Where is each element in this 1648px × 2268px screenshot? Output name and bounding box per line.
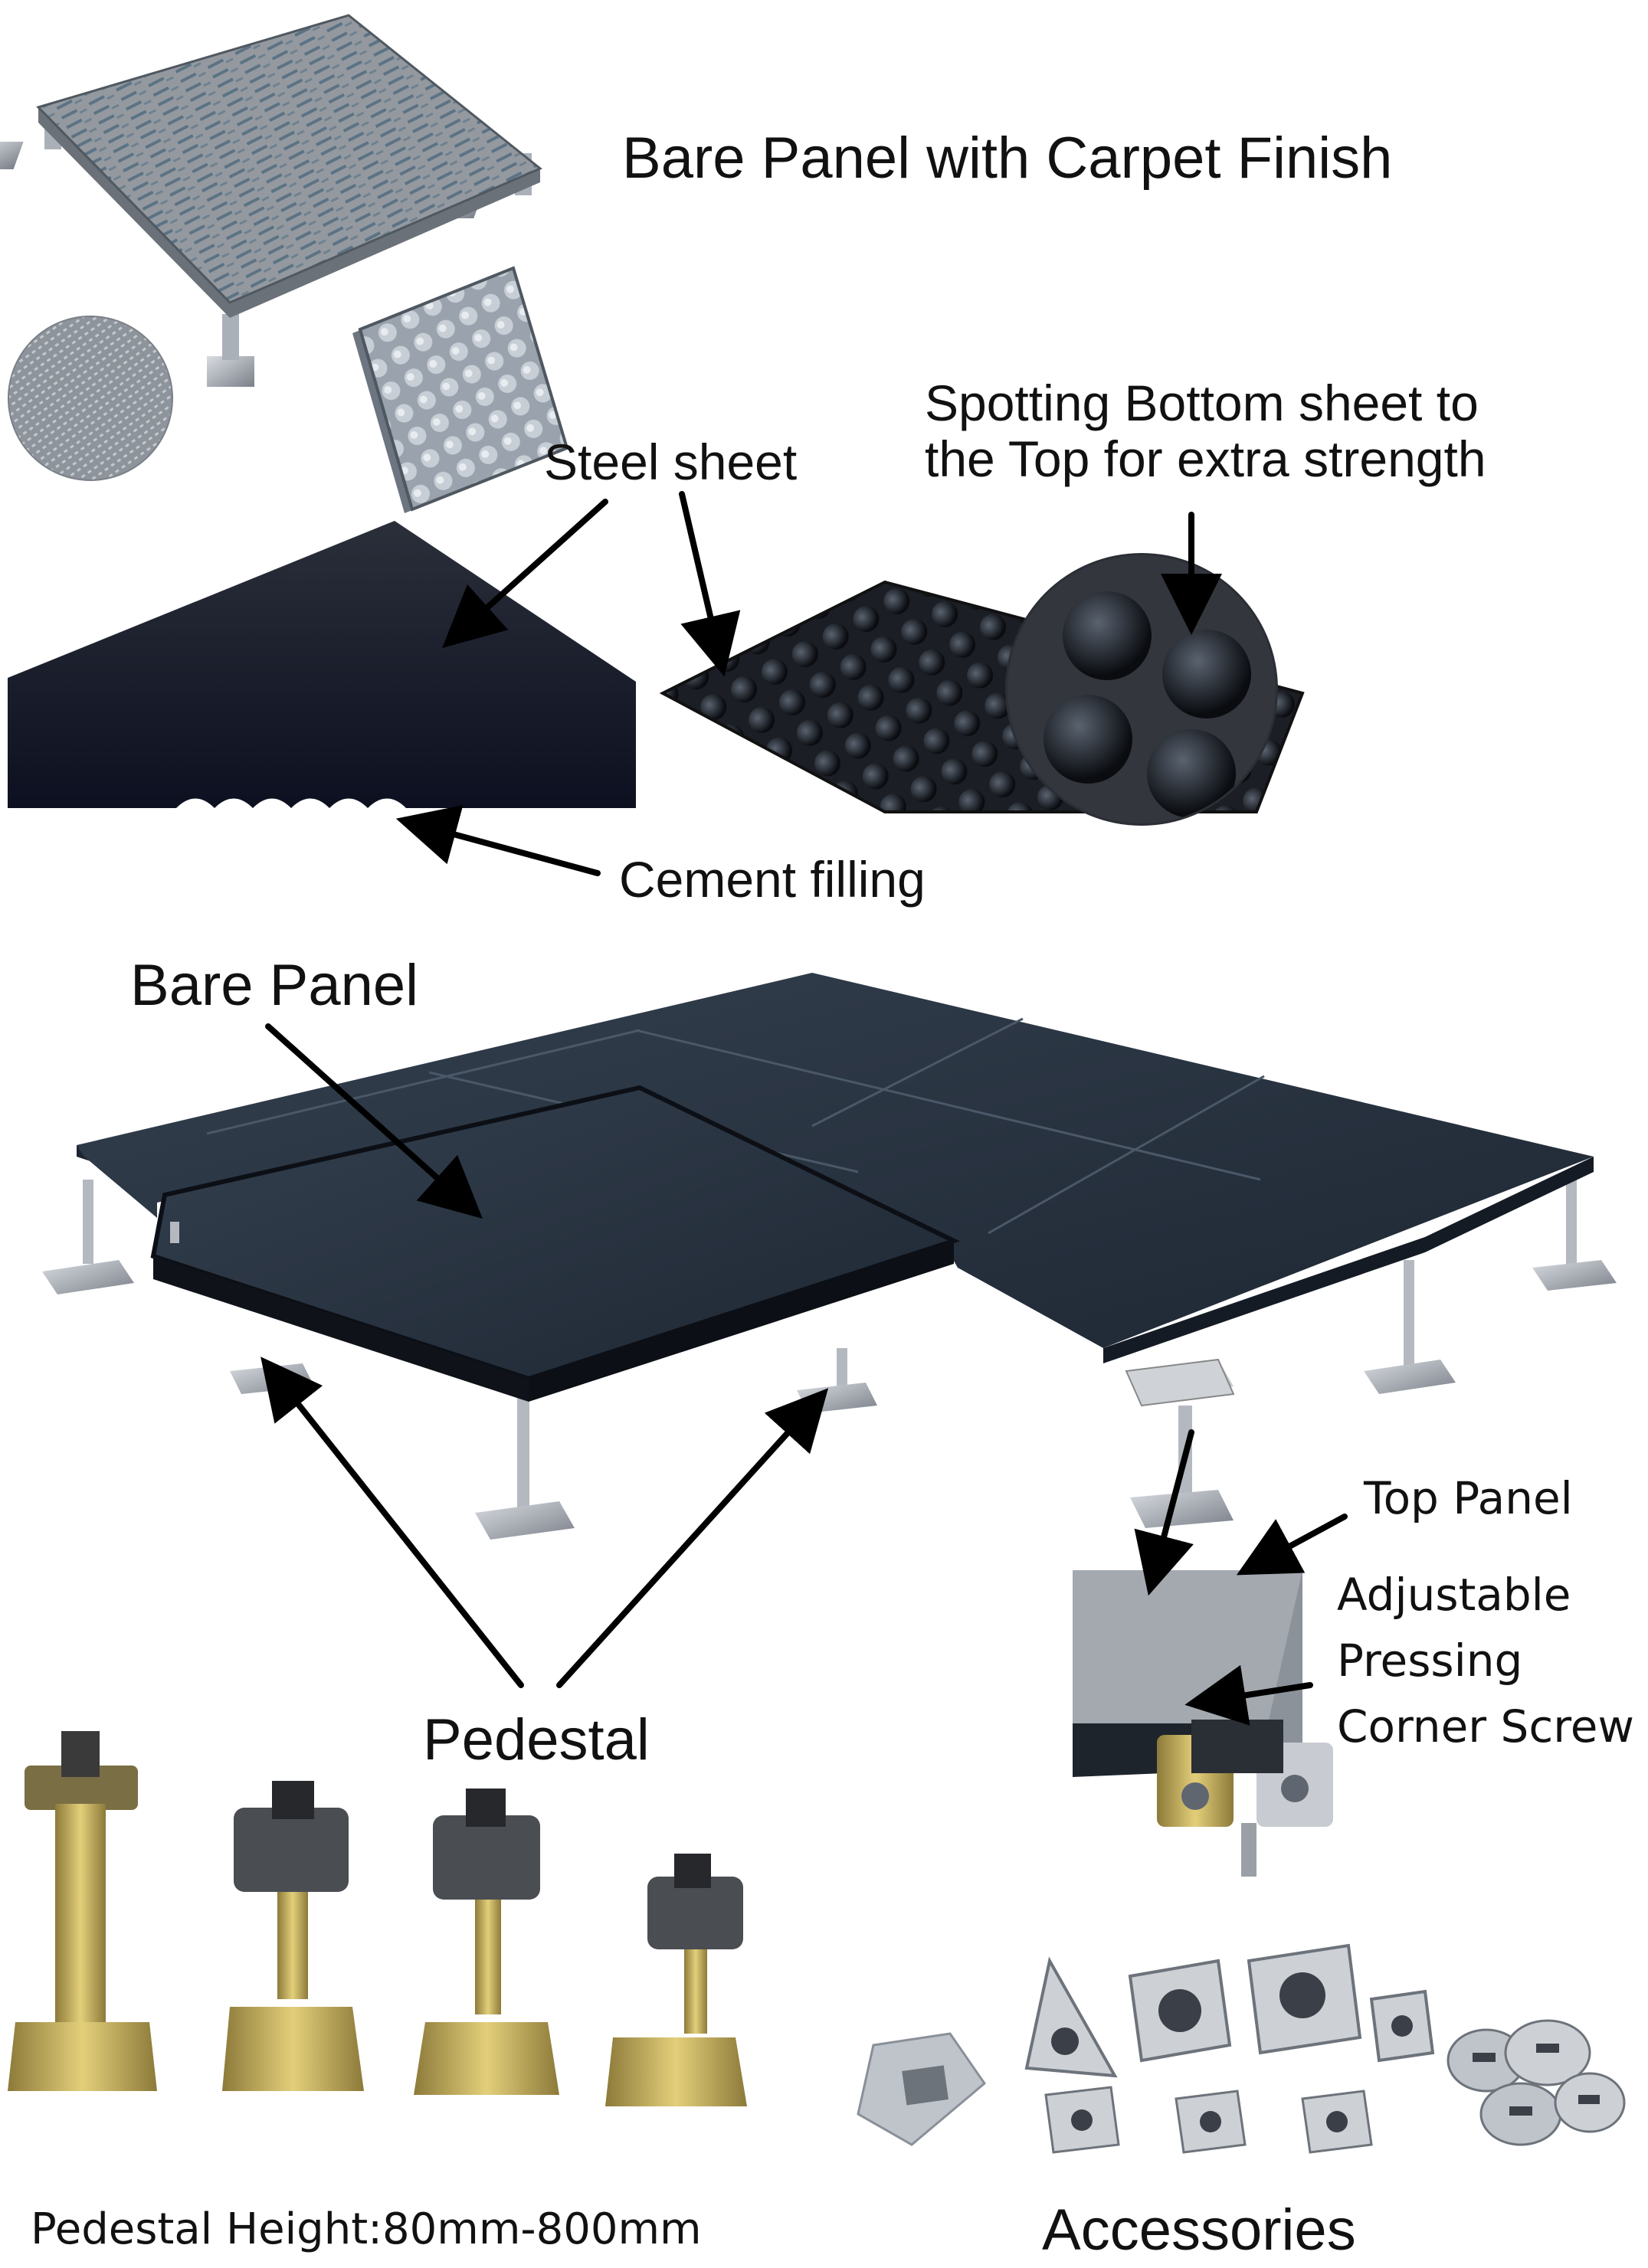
carpet-panel-top	[36, 14, 542, 304]
label-spotting: Spotting Bottom sheet to the Top for ext…	[925, 375, 1637, 486]
label-bare-panel: Bare Panel	[130, 953, 419, 1018]
accessories-parts	[857, 1943, 1626, 2154]
arrow-steel-sheet-2	[679, 491, 741, 677]
label-bare-panel-carpet: Bare Panel with Carpet Finish	[622, 126, 1393, 191]
arrow-corner-to-inset	[1134, 1429, 1194, 1596]
label-cement-filling: Cement filling	[619, 851, 926, 908]
carpet-panel-illustration	[0, 14, 569, 513]
label-pedestal-height: Pedestal Height:80mm-800mm	[31, 2204, 702, 2254]
raised-floor-illustration	[42, 973, 1617, 1540]
arrow-cement-filling	[395, 805, 601, 876]
pedestal-3	[414, 1789, 559, 2095]
square-washer-3	[1369, 1989, 1435, 2063]
floor-corner-detail	[1125, 1358, 1235, 1407]
screws	[1447, 2019, 1626, 2146]
arrow-bare-panel	[265, 1023, 483, 1219]
label-adjustable-line-2: Pressing	[1337, 1634, 1523, 1687]
label-adjustable-screw: Adjustable Pressing Corner Screw	[1337, 1563, 1643, 1759]
triangle-washer	[1024, 1956, 1118, 2078]
callout-arrows	[260, 491, 1348, 1726]
corner-screw-fitting	[1157, 1720, 1333, 1877]
bare-panel	[150, 1085, 960, 1402]
label-accessories: Accessories	[1042, 2198, 1356, 2263]
square-washer-2	[1247, 1943, 1362, 2055]
arrow-top-panel	[1236, 1514, 1348, 1576]
square-washer-1	[1128, 1959, 1232, 2063]
spot-weld-zoom	[1005, 553, 1278, 826]
label-adjustable-line-3: Corner Screw	[1337, 1700, 1634, 1753]
corner-screw-inset	[1073, 1570, 1333, 1877]
steel-sheet-illustration	[8, 521, 636, 812]
pedestal-4	[605, 1854, 747, 2106]
label-top-panel: Top Panel	[1364, 1472, 1573, 1524]
label-steel-sheet: Steel sheet	[544, 434, 798, 490]
arrow-steel-sheet	[442, 499, 608, 649]
small-washers	[1044, 2086, 1373, 2154]
pedestal-1	[8, 1731, 157, 2091]
arrow-pedestal-left	[260, 1357, 524, 1688]
label-pedestal: Pedestal	[423, 1707, 650, 1772]
dimpled-base-illustration	[659, 553, 1305, 826]
steel-sheet	[8, 521, 636, 808]
carpet-weave-zoom	[8, 316, 173, 481]
label-adjustable-line-1: Adjustable	[1337, 1569, 1571, 1621]
cement-filling-bumps	[176, 798, 444, 812]
pedestal-2	[222, 1781, 364, 2091]
square-nut	[857, 2032, 987, 2146]
label-spotting-line-1: Spotting Bottom sheet to	[925, 375, 1479, 431]
arrow-corner-screw	[1184, 1664, 1313, 1726]
panel-underside-dimples	[352, 266, 569, 513]
raised-floor-top	[77, 973, 1594, 1348]
pedestal-row	[8, 1731, 747, 2106]
label-spotting-line-2: the Top for extra strength	[925, 430, 1486, 487]
arrow-pedestal-right	[556, 1388, 829, 1688]
